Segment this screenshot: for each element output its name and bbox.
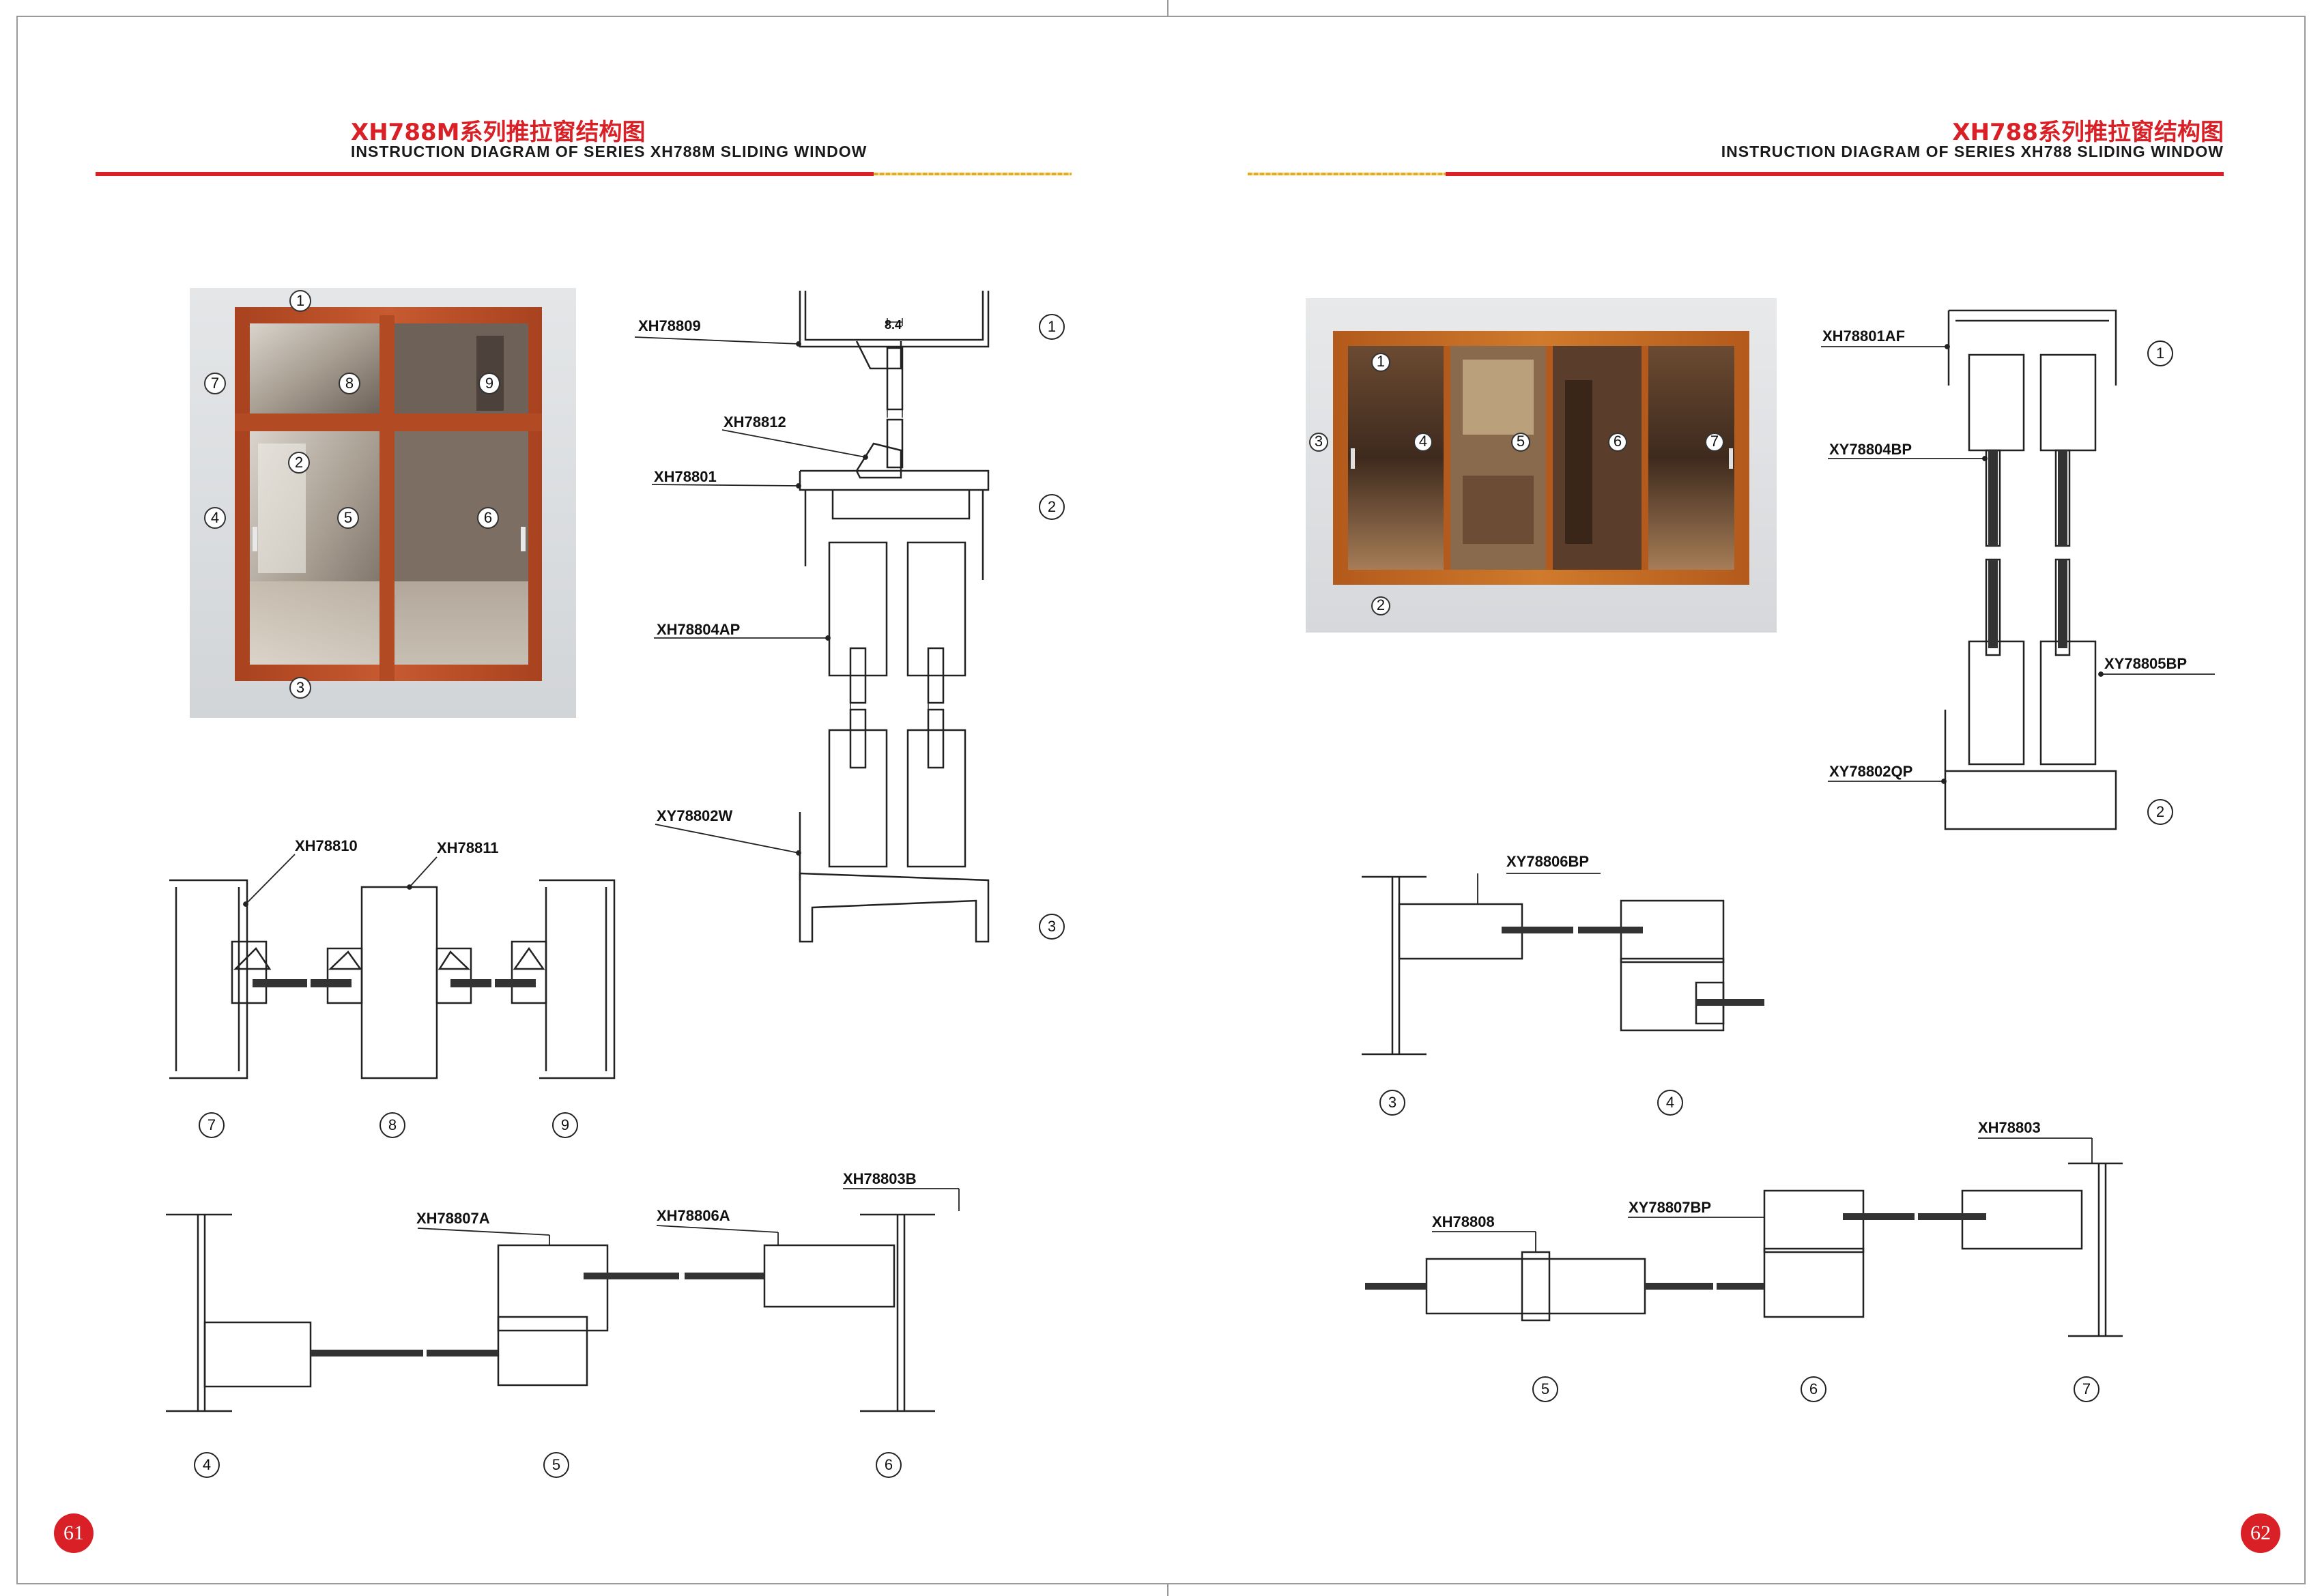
label-xh78801: XH78801	[654, 468, 717, 485]
label-xh78810: XH78810	[295, 837, 358, 854]
label-xy78807bp: XY78807BP	[1629, 1199, 1711, 1216]
label-xh78806a: XH78806A	[657, 1207, 730, 1224]
right-photo-marker-1: 1	[1377, 353, 1385, 370]
left-photo-marker-9: 9	[485, 375, 493, 392]
label-xh78803b: XH78803B	[843, 1170, 917, 1187]
center-fold-mark-bottom	[1167, 1584, 1169, 1596]
right-section-4: 4	[1666, 1094, 1674, 1111]
outer-border-right	[2304, 16, 2306, 1584]
label-xh78804ap: XH78804AP	[657, 621, 740, 638]
right-photo-marker-3: 3	[1315, 433, 1323, 450]
center-fold-mark-top	[1167, 0, 1169, 16]
left-page-number: 61	[54, 1513, 94, 1553]
label-xh78807a: XH78807A	[416, 1210, 490, 1227]
left-photo-marker-4: 4	[211, 509, 219, 526]
left-photo-marker-6: 6	[484, 509, 492, 526]
right-photo-marker-2: 2	[1377, 596, 1385, 613]
left-photo-marker-3: 3	[296, 679, 304, 696]
left-section-6: 6	[885, 1456, 893, 1473]
right-photo-marker-4: 4	[1419, 433, 1427, 450]
label-xy78804bp: XY78804BP	[1829, 441, 1912, 458]
right-photo-marker-7: 7	[1710, 433, 1719, 450]
left-photo-marker-5: 5	[344, 509, 352, 526]
left-section-8: 8	[388, 1116, 397, 1133]
right-section-2: 2	[2156, 803, 2164, 820]
left-section-7: 7	[207, 1116, 216, 1133]
outer-border-bottom	[16, 1583, 2306, 1584]
label-xy78805bp: XY78805BP	[2104, 655, 2187, 672]
left-photo-marker-2: 2	[295, 454, 303, 471]
right-section-6: 6	[1809, 1380, 1818, 1397]
right-section-5: 5	[1541, 1380, 1549, 1397]
left-section-2: 2	[1048, 498, 1056, 515]
label-xh78809: XH78809	[638, 317, 701, 334]
label-xh78803: XH78803	[1978, 1119, 2041, 1136]
left-header-bar-red	[96, 172, 874, 176]
right-header-bar-red	[1446, 172, 2224, 176]
left-photo-marker-8: 8	[345, 375, 354, 392]
right-page-number: 62	[2241, 1513, 2280, 1553]
label-xh78811: XH78811	[437, 839, 499, 856]
left-title-cn: XH788M系列推拉窗结构图	[351, 119, 646, 146]
outer-border-top	[16, 16, 2306, 17]
left-section-5: 5	[552, 1456, 560, 1473]
right-title-en: INSTRUCTION DIAGRAM OF SERIES XH788 SLID…	[1721, 143, 2224, 160]
right-header-bar-yellow	[1248, 173, 1446, 175]
right-title-cn: XH788系列推拉窗结构图	[1952, 119, 2224, 146]
label-xy78806bp: XY78806BP	[1506, 853, 1589, 870]
label-xy78802w: XY78802W	[657, 807, 733, 824]
left-title-en: INSTRUCTION DIAGRAM OF SERIES XH788M SLI…	[351, 143, 868, 160]
right-section-3: 3	[1388, 1094, 1396, 1111]
right-photo-marker-5: 5	[1517, 433, 1525, 450]
label-xh78801af: XH78801AF	[1822, 328, 1905, 345]
left-section-1: 1	[1048, 318, 1056, 335]
label-xy78802qp: XY78802QP	[1829, 763, 1912, 780]
left-section-4: 4	[203, 1456, 211, 1473]
left-window-photo	[190, 288, 576, 718]
outer-border-left	[16, 16, 18, 1584]
left-photo-marker-7: 7	[211, 375, 219, 392]
right-photo-marker-6: 6	[1614, 433, 1622, 450]
label-dim-8-4: 8.4	[885, 318, 902, 332]
label-xh78808: XH78808	[1432, 1213, 1495, 1230]
left-photo-marker-1: 1	[296, 292, 304, 309]
label-xh78812: XH78812	[723, 413, 786, 431]
right-section-1: 1	[2156, 345, 2164, 362]
left-section-9: 9	[561, 1116, 569, 1133]
left-header-bar-yellow	[874, 173, 1072, 175]
right-section-7: 7	[2082, 1380, 2091, 1397]
left-section-3: 3	[1048, 918, 1056, 935]
